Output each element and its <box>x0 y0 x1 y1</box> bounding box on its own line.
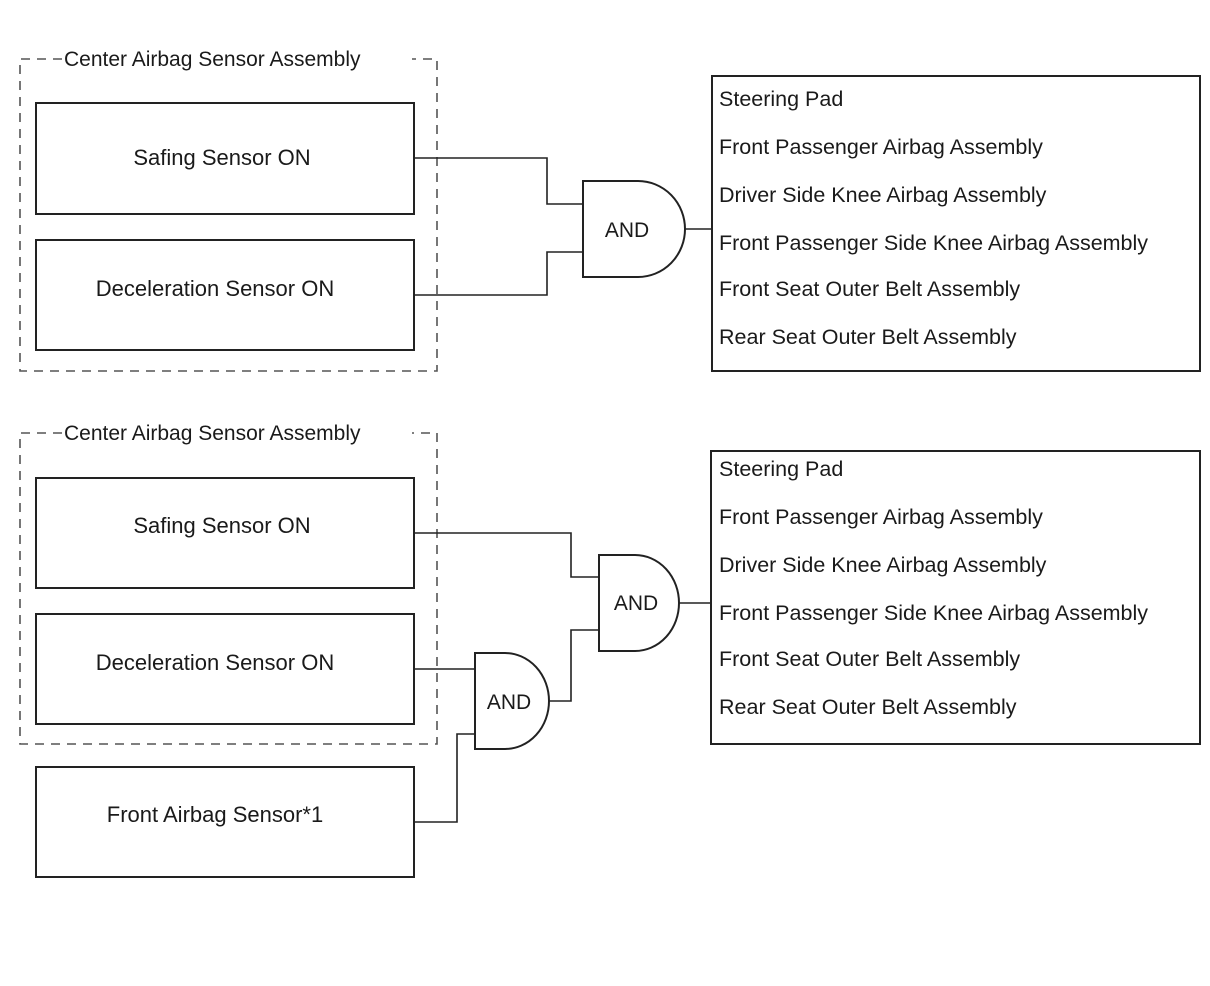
top-deceleration-sensor-label: Deceleration Sensor ON <box>96 276 334 301</box>
bottom-wire-safing <box>414 532 599 578</box>
bottom-safing-sensor-label: Safing Sensor ON <box>133 513 310 538</box>
bottom-wire-front-airbag <box>414 733 475 823</box>
bottom-output-item: Front Passenger Airbag Assembly <box>719 505 1043 529</box>
top-output-item: Steering Pad <box>719 87 843 111</box>
top-diagram: Center Airbag Sensor Assembly Safing Sen… <box>19 48 1201 372</box>
bottom-outer-and-gate-label: AND <box>614 592 658 615</box>
top-group-label: Center Airbag Sensor Assembly <box>64 48 361 71</box>
bottom-front-airbag-sensor-label: Front Airbag Sensor*1 <box>107 802 323 827</box>
bottom-output-item: Front Seat Outer Belt Assembly <box>719 647 1020 671</box>
bottom-wire-inner-to-outer <box>549 629 599 702</box>
bottom-diagram: Center Airbag Sensor Assembly Safing Sen… <box>19 422 1201 878</box>
top-output-item: Front Seat Outer Belt Assembly <box>719 277 1020 301</box>
top-output-item: Front Passenger Side Knee Airbag Assembl… <box>719 231 1148 255</box>
bottom-outer-and-gate <box>598 554 680 652</box>
top-output-box <box>711 75 1201 372</box>
top-wire-safing <box>414 157 583 205</box>
top-output-item: Front Passenger Airbag Assembly <box>719 135 1043 159</box>
bottom-output-item: Rear Seat Outer Belt Assembly <box>719 695 1017 719</box>
bottom-inner-and-gate <box>474 652 550 750</box>
top-and-gate-label: AND <box>605 219 649 242</box>
bottom-deceleration-sensor-label: Deceleration Sensor ON <box>96 650 334 675</box>
top-wire-deceleration <box>414 251 583 296</box>
top-output-item: Rear Seat Outer Belt Assembly <box>719 325 1017 349</box>
top-and-gate <box>582 180 686 278</box>
top-safing-sensor-label: Safing Sensor ON <box>133 145 310 170</box>
bottom-output-item: Front Passenger Side Knee Airbag Assembl… <box>719 601 1148 625</box>
bottom-group-label: Center Airbag Sensor Assembly <box>64 422 361 445</box>
bottom-inner-and-gate-label: AND <box>487 691 531 714</box>
bottom-output-box <box>710 450 1201 745</box>
top-output-item: Driver Side Knee Airbag Assembly <box>719 183 1047 207</box>
bottom-output-item: Driver Side Knee Airbag Assembly <box>719 553 1047 577</box>
bottom-output-item: Steering Pad <box>719 457 843 481</box>
top-group-border <box>19 58 438 372</box>
bottom-group-border <box>19 432 438 745</box>
